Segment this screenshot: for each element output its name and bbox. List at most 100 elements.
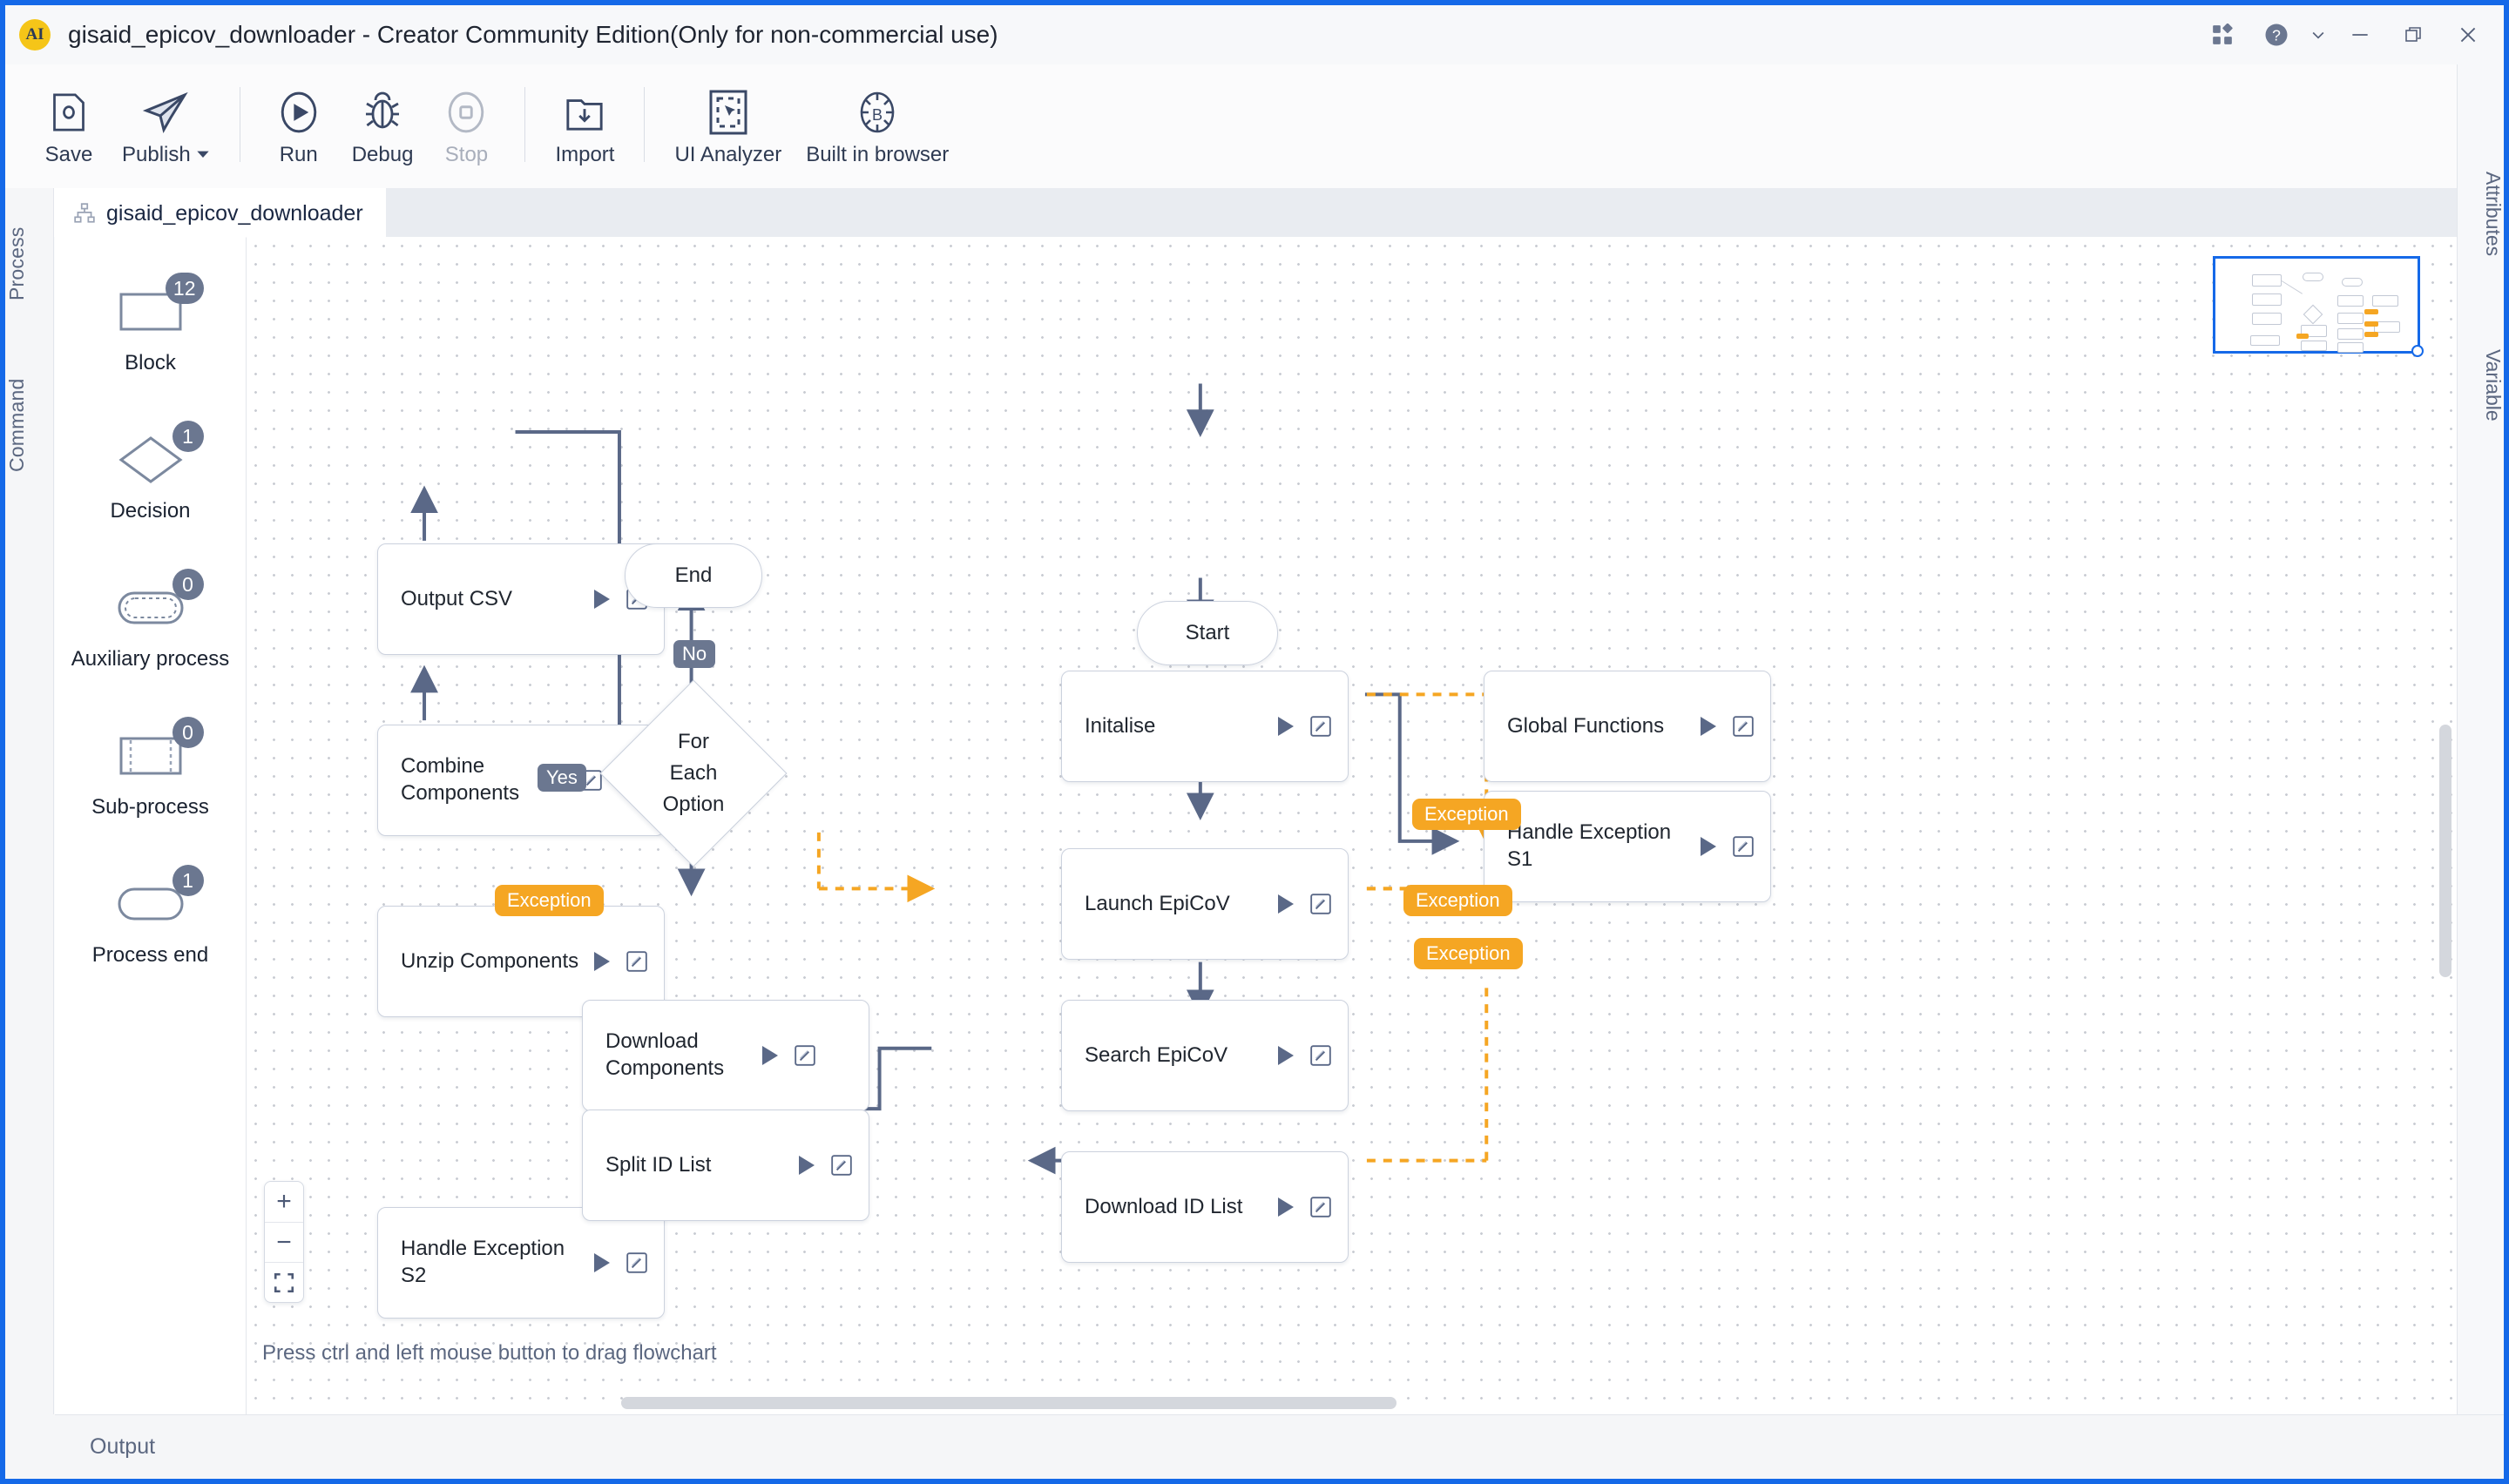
palette-item-label: Process end: [91, 943, 209, 967]
help-icon[interactable]: ?: [2249, 10, 2303, 60]
node-unzip-components[interactable]: Unzip Components: [377, 906, 665, 1017]
node-end[interactable]: End: [625, 543, 762, 608]
node-handle-exception-s2[interactable]: Handle Exception S2: [377, 1207, 665, 1319]
window-controls: ?: [2195, 5, 2495, 64]
play-icon[interactable]: [594, 1253, 610, 1272]
palette-count-badge: 0: [172, 569, 204, 600]
output-panel[interactable]: Output: [55, 1414, 2504, 1479]
chevron-down-icon[interactable]: [196, 143, 210, 167]
play-icon[interactable]: [799, 1156, 815, 1175]
minimap-node: [2303, 273, 2323, 281]
edit-icon[interactable]: [1309, 715, 1332, 738]
minimap-exception: [2296, 334, 2309, 339]
run-button[interactable]: Run: [258, 75, 340, 178]
play-icon[interactable]: [1278, 894, 1294, 914]
play-icon[interactable]: [1278, 717, 1294, 736]
main-toolbar: Save Publish Run: [5, 64, 2504, 188]
node-label: Combine Components: [401, 754, 520, 805]
palette-item-label: Decision: [110, 499, 191, 523]
minimap-node: [2252, 274, 2282, 287]
node-label: Output CSV: [401, 586, 513, 610]
rail-tab-command[interactable]: Command: [5, 378, 28, 473]
node-download-components[interactable]: Download Components: [582, 1000, 869, 1111]
play-icon[interactable]: [762, 1046, 778, 1065]
palette-item-label: Sub-process: [91, 795, 209, 819]
node-search-epicov[interactable]: Search EpiCoV: [1061, 1000, 1349, 1111]
rail-tab-process[interactable]: Process: [5, 226, 28, 301]
apps-grid-icon[interactable]: [2195, 10, 2249, 60]
palette-item-decision[interactable]: 1 Decision: [55, 421, 246, 523]
built-in-browser-button[interactable]: B Built in browser: [794, 75, 961, 178]
play-icon[interactable]: [1701, 837, 1716, 856]
edit-icon[interactable]: [626, 1251, 648, 1274]
node-start[interactable]: Start: [1137, 601, 1278, 665]
publish-icon: [143, 85, 189, 139]
node-initalise[interactable]: Initalise: [1061, 671, 1349, 782]
rail-tab-attributes[interactable]: Attributes: [2482, 172, 2505, 257]
palette-item-sub-process[interactable]: 0 Sub-process: [55, 717, 246, 820]
import-button[interactable]: Import: [543, 75, 626, 178]
play-icon[interactable]: [594, 590, 610, 609]
node-download-id-list[interactable]: Download ID List: [1061, 1151, 1349, 1263]
palette-count-badge: 12: [165, 273, 204, 304]
edit-icon[interactable]: [794, 1044, 816, 1067]
toolbar-divider: [644, 87, 646, 162]
minimap-resize-handle[interactable]: [2411, 345, 2424, 357]
fit-screen-icon[interactable]: [265, 1262, 303, 1302]
minimize-icon[interactable]: [2333, 10, 2387, 60]
zoom-out-button[interactable]: −: [265, 1222, 303, 1262]
ui-analyzer-button[interactable]: UI Analyzer: [662, 75, 794, 178]
edit-icon[interactable]: [626, 950, 648, 973]
stop-button[interactable]: Stop: [425, 75, 507, 178]
node-global-functions[interactable]: Global Functions: [1484, 671, 1771, 782]
edit-icon[interactable]: [830, 1154, 853, 1177]
stadium-shape-icon: 1: [103, 865, 204, 941]
close-icon[interactable]: [2441, 10, 2495, 60]
debug-label: Debug: [351, 143, 414, 166]
palette-item-auxiliary-process[interactable]: 0 Auxiliary process: [55, 569, 246, 671]
edit-icon[interactable]: [1309, 1044, 1332, 1067]
flowchart-canvas[interactable]: Output CSV Combine Components Unzip Comp…: [247, 237, 2457, 1414]
palette-item-process-end[interactable]: 1 Process end: [55, 865, 246, 968]
palette-item-block[interactable]: 12 Block: [55, 273, 246, 375]
svg-text:B: B: [872, 106, 883, 124]
tab-gisaid-epicov-downloader[interactable]: gisaid_epicov_downloader: [54, 188, 386, 237]
document-tab-strip: gisaid_epicov_downloader: [54, 188, 2457, 237]
palette-count-badge: 1: [172, 865, 204, 896]
debug-button[interactable]: Debug: [340, 75, 426, 178]
node-launch-epicov[interactable]: Launch EpiCoV: [1061, 848, 1349, 960]
diamond-shape-icon: 1: [103, 421, 204, 497]
minimap[interactable]: [2213, 256, 2424, 357]
title-bar: AI gisaid_epicov_downloader - Creator Co…: [5, 5, 2504, 64]
minimap-node: [2337, 342, 2364, 353]
publish-button[interactable]: Publish: [110, 75, 222, 178]
save-button[interactable]: Save: [28, 75, 110, 178]
stop-label: Stop: [444, 143, 489, 166]
edit-icon[interactable]: [1732, 715, 1755, 738]
play-icon[interactable]: [1278, 1046, 1294, 1065]
play-icon[interactable]: [1278, 1197, 1294, 1217]
chevron-down-icon[interactable]: [2303, 10, 2333, 60]
edit-icon[interactable]: [1309, 1196, 1332, 1218]
node-split-id-list[interactable]: Split ID List: [582, 1110, 869, 1221]
edit-icon[interactable]: [1732, 835, 1755, 858]
play-icon[interactable]: [594, 952, 610, 971]
vertical-scrollbar[interactable]: [2439, 725, 2452, 977]
node-output-csv[interactable]: Output CSV: [377, 543, 665, 655]
horizontal-scrollbar[interactable]: [621, 1397, 1397, 1409]
edit-icon[interactable]: [1309, 893, 1332, 915]
node-label: Download ID List: [1085, 1194, 1243, 1218]
restore-icon[interactable]: [2387, 10, 2441, 60]
zoom-in-button[interactable]: +: [276, 1187, 292, 1216]
node-label: Unzip Components: [401, 948, 579, 973]
node-label: Download Components: [605, 1029, 725, 1080]
minimap-node: [2252, 293, 2282, 306]
play-icon[interactable]: [1701, 717, 1716, 736]
node-label: Start: [1185, 621, 1230, 644]
publish-label: Publish: [122, 143, 191, 166]
ui-analyzer-icon: [709, 85, 747, 139]
node-handle-exception-s1[interactable]: Handle Exception S1: [1484, 791, 1771, 902]
minimap-node: [2337, 313, 2364, 324]
rail-tab-variable[interactable]: Variable: [2482, 348, 2505, 422]
